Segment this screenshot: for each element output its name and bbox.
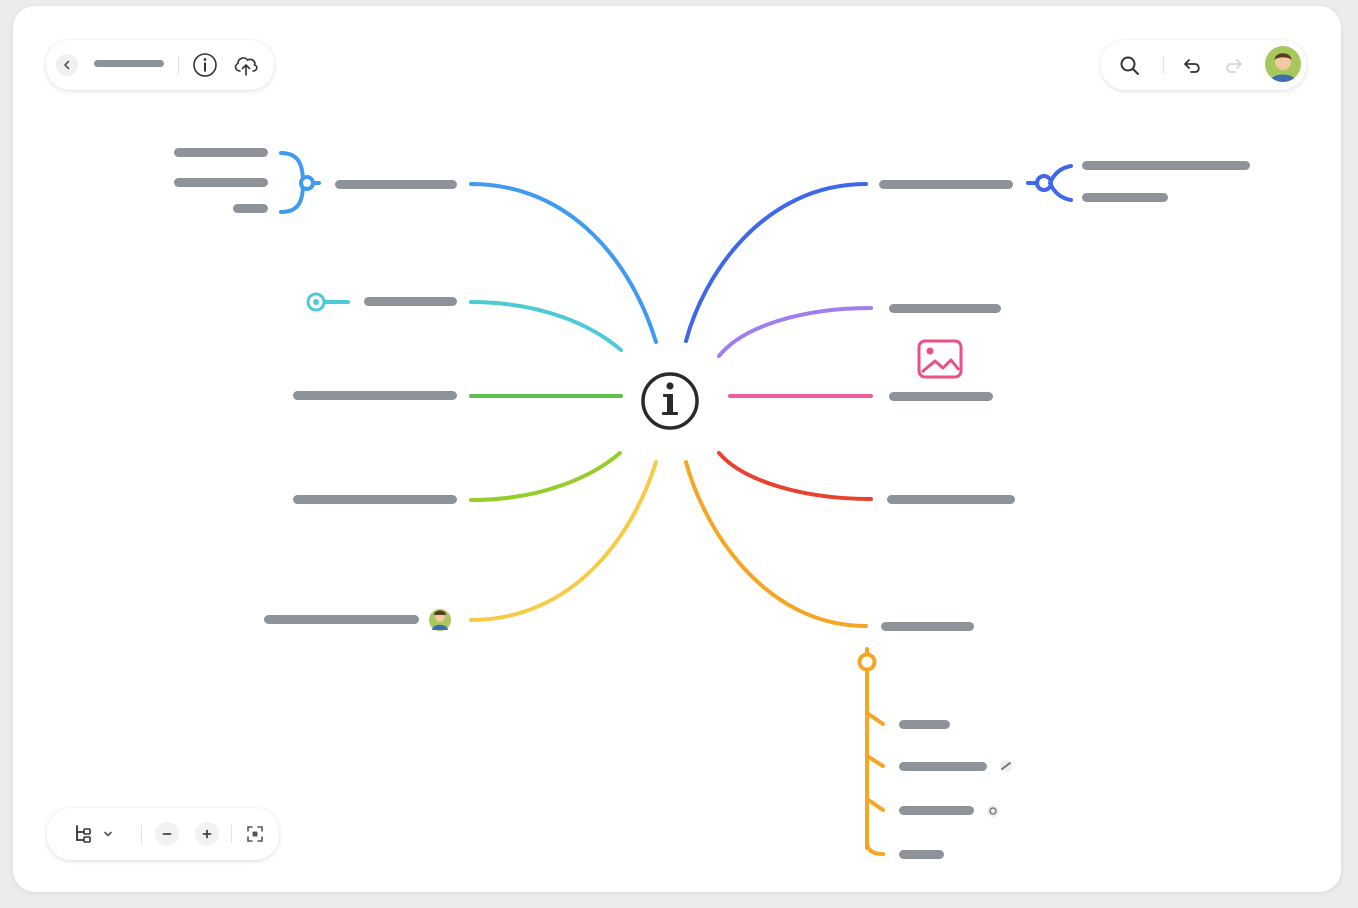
- subtopic-4[interactable]: [899, 850, 944, 859]
- redo-icon: [1226, 59, 1242, 73]
- info-icon: [193, 53, 217, 77]
- topic-left-4[interactable]: [293, 495, 457, 504]
- search-button[interactable]: [1117, 53, 1143, 79]
- topic-left-2[interactable]: [364, 297, 457, 306]
- structure-button[interactable]: [71, 822, 95, 846]
- subtopic-tree: [857, 647, 885, 856]
- relationship-label[interactable]: [1082, 161, 1250, 202]
- document-title[interactable]: [94, 60, 164, 67]
- chevron-down-icon: [104, 831, 112, 837]
- structure-icon: [76, 825, 91, 843]
- branch-connector-red: [717, 451, 873, 501]
- fit-screen-icon: [247, 826, 263, 842]
- cloud-upload-button[interactable]: [232, 52, 260, 78]
- branch-connector-lime: [469, 451, 622, 502]
- branch-connector-orange: [684, 460, 868, 628]
- app-window: [13, 6, 1341, 892]
- subtopic-1[interactable]: [899, 720, 950, 729]
- relationship-icon[interactable]: [1026, 164, 1073, 202]
- structure-dropdown[interactable]: [101, 827, 115, 841]
- zoom-in-button[interactable]: [195, 822, 219, 846]
- toolbar-divider: [231, 825, 232, 843]
- branch-connector-yellow: [469, 460, 658, 622]
- document-toolbar: [46, 40, 274, 90]
- chevron-left-icon: [64, 60, 70, 70]
- view-toolbar: [47, 808, 279, 860]
- image-icon[interactable]: [917, 339, 963, 379]
- summary-topic[interactable]: [174, 148, 268, 213]
- topic-right-5[interactable]: [881, 622, 974, 631]
- undo-button[interactable]: [1181, 53, 1205, 77]
- topic-left-1[interactable]: [335, 180, 457, 189]
- subtopic-2[interactable]: [899, 762, 987, 771]
- note-icon[interactable]: [987, 805, 999, 817]
- topic-left-5[interactable]: [264, 615, 419, 624]
- topic-right-2[interactable]: [889, 304, 1001, 313]
- search-icon: [1120, 56, 1139, 75]
- topic-left-3[interactable]: [293, 391, 457, 400]
- branch-connector-blue: [469, 182, 658, 344]
- zoom-out-button[interactable]: [155, 822, 179, 846]
- mind-map-canvas[interactable]: [13, 6, 1341, 892]
- toolbar-divider: [1163, 56, 1164, 74]
- actions-toolbar: [1101, 40, 1306, 90]
- minus-icon: [162, 833, 172, 835]
- redo-button[interactable]: [1221, 53, 1245, 77]
- undo-icon: [1184, 59, 1200, 73]
- summary-boundary-icon[interactable]: [279, 151, 321, 214]
- user-avatar[interactable]: [1265, 46, 1301, 82]
- topic-right-3[interactable]: [889, 392, 993, 401]
- topic-avatar: [429, 609, 451, 631]
- topic-right-1[interactable]: [879, 180, 1013, 189]
- plus-icon: [202, 829, 212, 839]
- relationship-endpoint-icon[interactable]: [306, 292, 350, 312]
- branch-connector-indigo: [684, 182, 868, 343]
- branch-connector-teal: [469, 300, 623, 352]
- toolbar-divider: [141, 825, 142, 843]
- subtopic-3[interactable]: [899, 806, 974, 815]
- cloud-upload-icon: [234, 57, 258, 76]
- info-button[interactable]: [192, 52, 218, 78]
- fit-screen-button[interactable]: [243, 822, 267, 846]
- central-topic-info-icon[interactable]: [641, 372, 699, 430]
- toolbar-divider: [178, 56, 179, 74]
- topic-right-4[interactable]: [887, 495, 1015, 504]
- back-button[interactable]: [56, 54, 78, 76]
- link-icon[interactable]: [1000, 760, 1012, 772]
- branch-connector-purple: [717, 306, 873, 358]
